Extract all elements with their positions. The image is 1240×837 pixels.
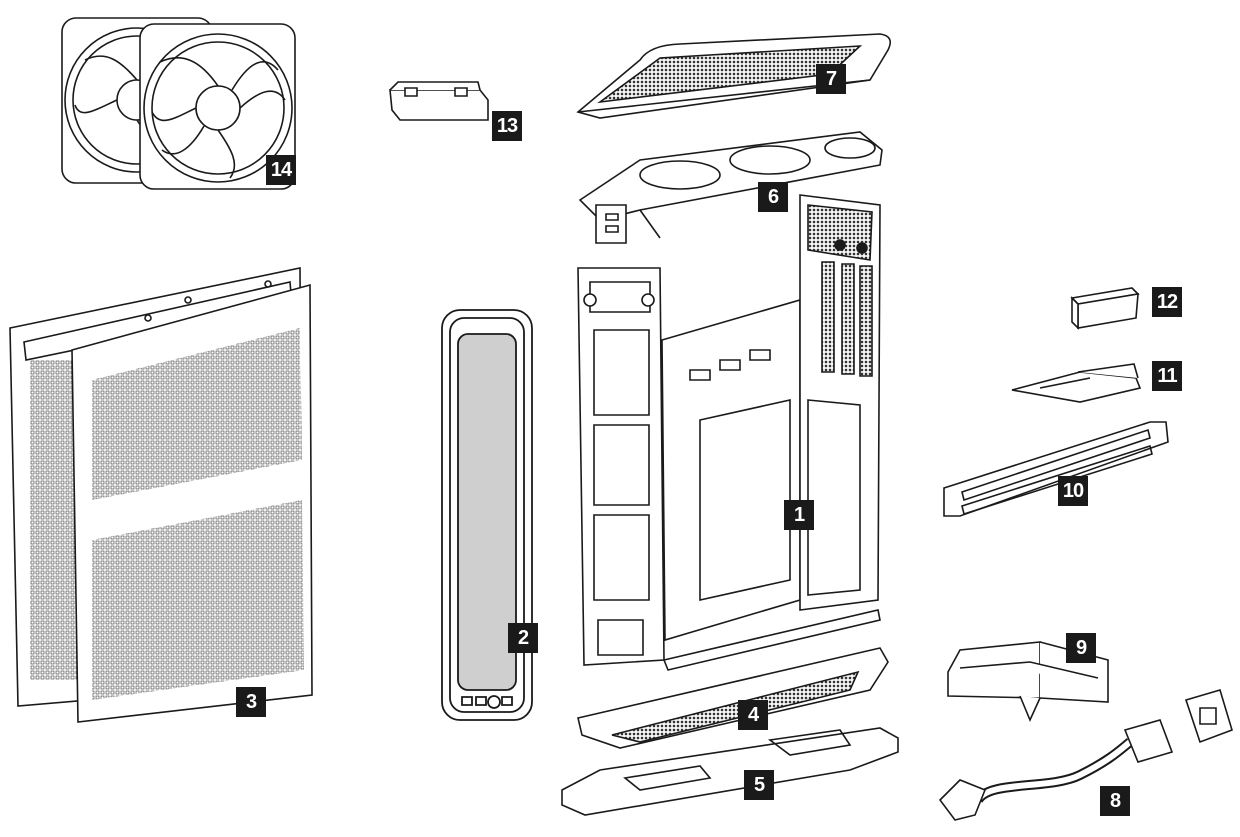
- part-10-rail: [944, 422, 1168, 516]
- part-3-side-panels: [10, 268, 312, 722]
- label-5: 5: [744, 770, 774, 800]
- label-7: 7: [816, 64, 846, 94]
- part-7-top-cover: [578, 34, 890, 118]
- label-3: 3: [236, 687, 266, 717]
- label-4: 4: [738, 700, 768, 730]
- label-11: 11: [1152, 361, 1182, 391]
- part-11-drive-bracket: [1012, 364, 1140, 402]
- part-6-fan-bracket: [580, 132, 882, 243]
- part-5-base-plate: [562, 728, 898, 815]
- part-1-main-chassis: [578, 195, 880, 670]
- part-4-bottom-cover: [578, 648, 888, 748]
- label-1: 1: [784, 500, 814, 530]
- label-14: 14: [266, 155, 296, 185]
- label-12: 12: [1152, 287, 1182, 317]
- label-2: 2: [508, 623, 538, 653]
- part-13-bracket: [390, 82, 488, 120]
- label-13: 13: [492, 111, 522, 141]
- label-9: 9: [1066, 633, 1096, 663]
- label-8: 8: [1100, 786, 1130, 816]
- label-6: 6: [758, 182, 788, 212]
- part-12-bracket: [1072, 288, 1138, 328]
- part-2-front-panel: [442, 310, 532, 720]
- part-8-power-cable: [940, 690, 1232, 820]
- part-14-fans: [62, 18, 295, 189]
- label-10: 10: [1058, 476, 1088, 506]
